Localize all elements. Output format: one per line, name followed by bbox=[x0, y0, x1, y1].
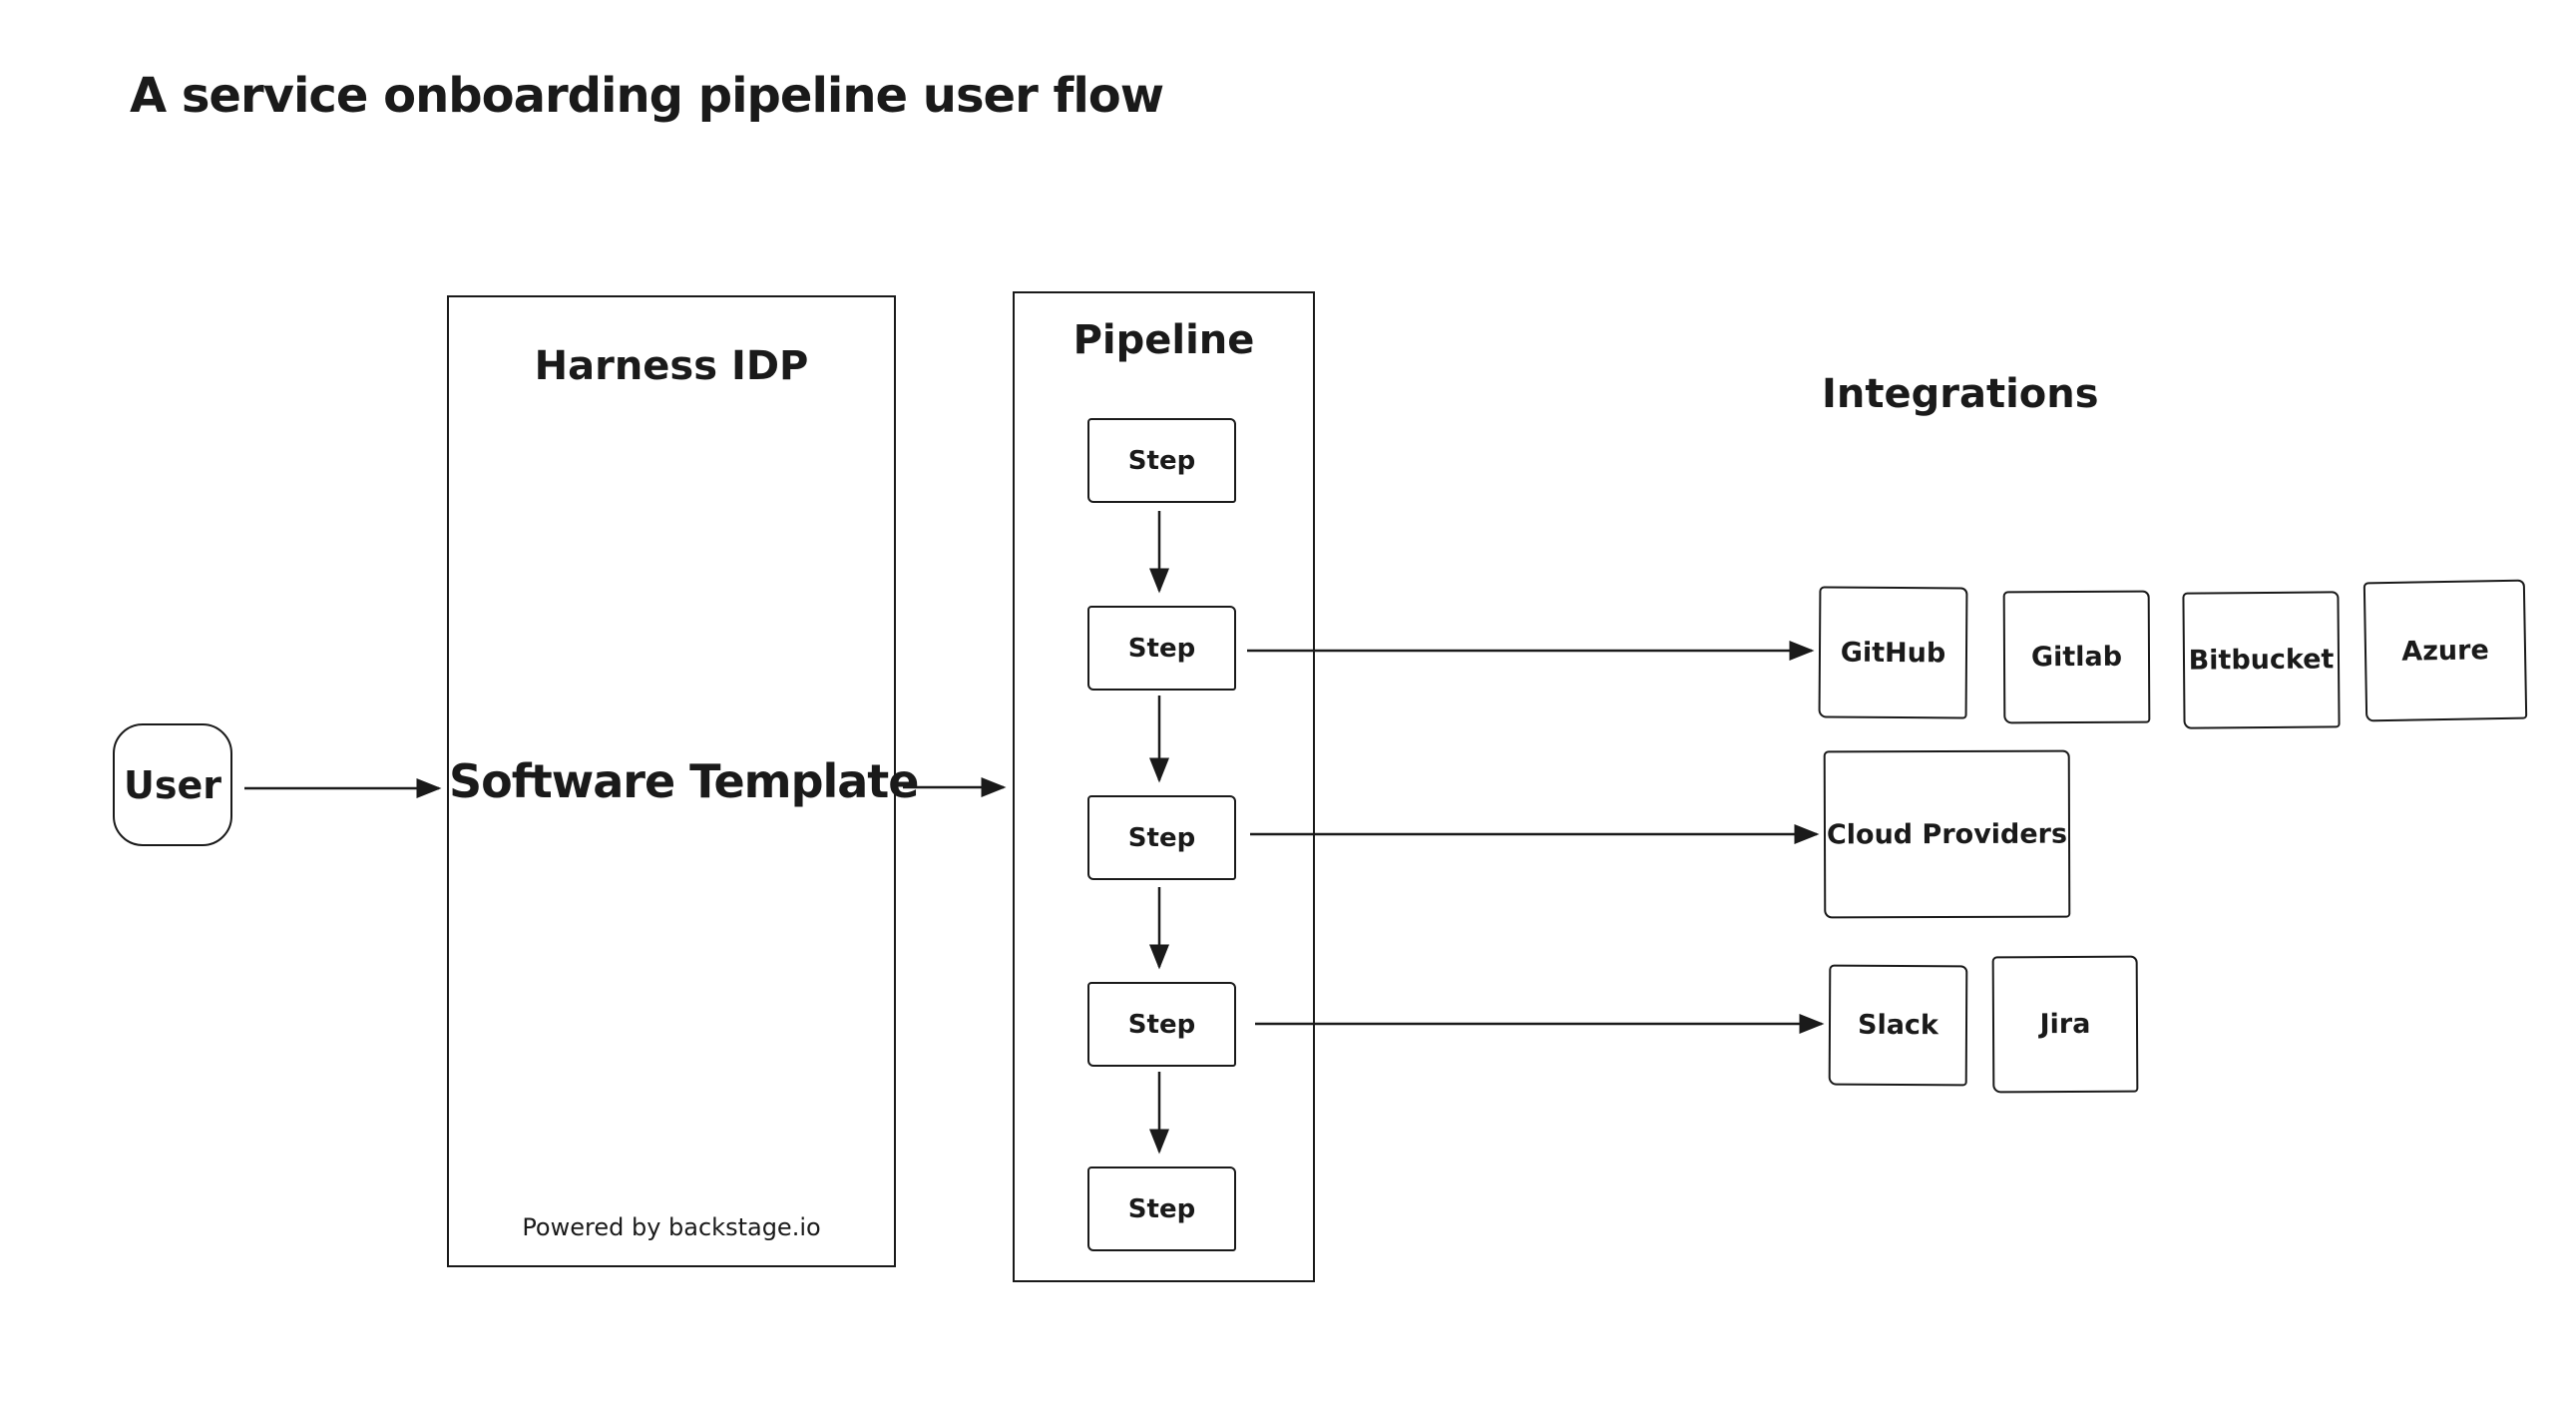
software-template-label: Software Template bbox=[449, 754, 920, 808]
harness-idp-node: Harness IDP Software Template Powered by… bbox=[447, 295, 920, 1267]
user-node: User bbox=[113, 723, 232, 846]
pipeline-step-1: Step bbox=[1087, 418, 1236, 503]
diagram-title: A service onboarding pipeline user flow bbox=[130, 68, 1164, 124]
integrations-title: Integrations bbox=[1822, 371, 2099, 417]
pipeline-step-2: Step bbox=[1087, 606, 1236, 691]
pipeline-node: Pipeline Step Step Step Step Step bbox=[1013, 291, 1315, 1282]
integration-bitbucket-node: Bitbucket bbox=[2182, 591, 2341, 729]
slack-label: Slack bbox=[1857, 1009, 1939, 1042]
user-node-label: User bbox=[124, 762, 221, 807]
pipeline-step-4: Step bbox=[1087, 982, 1236, 1067]
powered-by-label: Powered by backstage.io bbox=[522, 1213, 821, 1241]
pipeline-step-5: Step bbox=[1087, 1167, 1236, 1251]
pipeline-step-3: Step bbox=[1087, 795, 1236, 880]
cloud-providers-label: Cloud Providers bbox=[1826, 818, 2068, 850]
harness-idp-title: Harness IDP bbox=[534, 343, 809, 389]
integration-slack-node: Slack bbox=[1828, 964, 1968, 1087]
integration-jira-node: Jira bbox=[1991, 955, 2139, 1094]
integration-github-node: GitHub bbox=[1818, 586, 1968, 719]
azure-label: Azure bbox=[2401, 634, 2489, 668]
integration-cloud-providers-node: Cloud Providers bbox=[1823, 749, 2071, 919]
bitbucket-label: Bitbucket bbox=[2188, 644, 2335, 677]
jira-label: Jira bbox=[2039, 1008, 2091, 1041]
integration-gitlab-node: Gitlab bbox=[2002, 590, 2151, 724]
integration-azure-node: Azure bbox=[2362, 579, 2528, 722]
gitlab-label: Gitlab bbox=[2030, 641, 2123, 674]
pipeline-title: Pipeline bbox=[1073, 317, 1255, 363]
github-label: GitHub bbox=[1840, 637, 1946, 669]
